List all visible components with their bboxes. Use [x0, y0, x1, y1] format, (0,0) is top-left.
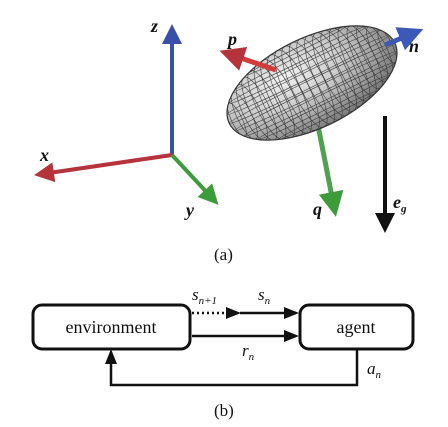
mesh-latitude: [246, 26, 347, 76]
mesh-ring: [356, 25, 389, 82]
gravity-vector: eg: [375, 116, 407, 233]
n-axis-label: n: [409, 36, 419, 56]
q-axis-label: q: [313, 199, 322, 219]
reward-label: rn: [242, 341, 255, 363]
world-axes: z x y: [34, 16, 219, 220]
ellipsoid-body: p n q: [219, 25, 424, 219]
p-axis: [219, 47, 277, 73]
gravity-label: eg: [393, 192, 407, 215]
mesh-latitude: [233, 26, 367, 92]
action-label: an: [367, 359, 382, 381]
rl-diagram: environment agent sn+1 sn rn an: [31, 285, 415, 387]
mesh-latitude: [228, 29, 381, 105]
z-axis-label: z: [150, 16, 158, 36]
p-axis-label: p: [226, 29, 237, 49]
y-axis: [170, 153, 219, 205]
environment-label: environment: [66, 317, 157, 337]
caption-b: (b): [214, 401, 234, 420]
state-label: sn: [258, 285, 271, 307]
action-arrow: [105, 349, 359, 387]
mesh-ring: [235, 84, 268, 141]
n-axis: [384, 27, 424, 51]
x-axis-label: x: [39, 145, 49, 165]
caption-a: (a): [214, 245, 233, 264]
y-axis-label: y: [184, 200, 195, 220]
agent-label: agent: [337, 317, 376, 337]
x-axis: [34, 153, 173, 183]
next-state-label: sn+1: [192, 285, 217, 307]
